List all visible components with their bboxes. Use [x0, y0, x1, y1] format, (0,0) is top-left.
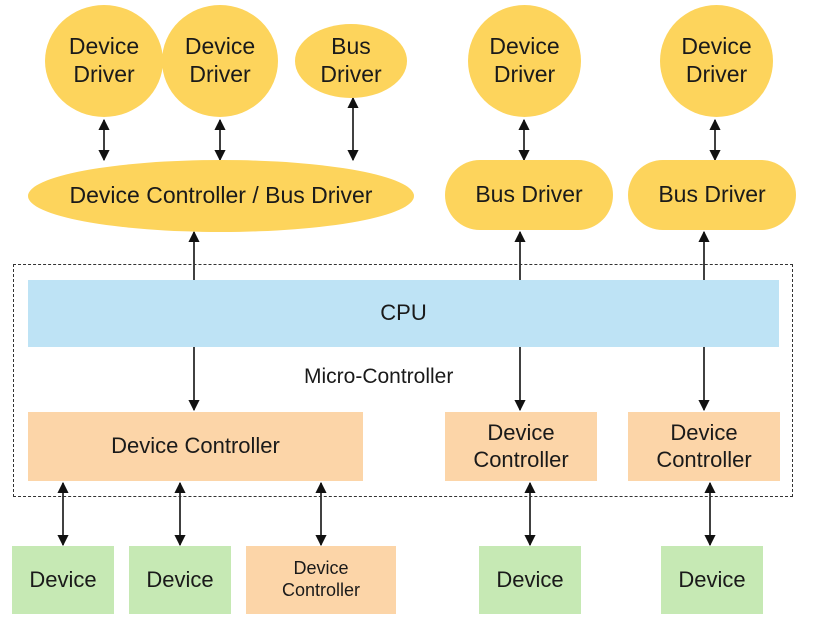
device-2: Device: [129, 546, 231, 614]
device-controller-2: Device Controller: [445, 412, 597, 481]
device-3: Device: [479, 546, 581, 614]
device-controller-bus-driver: Device Controller / Bus Driver: [28, 160, 414, 232]
micro-controller-boundary: [13, 264, 793, 497]
cpu-block: CPU: [28, 280, 779, 347]
bus-driver-2: Bus Driver: [445, 160, 613, 230]
device-driver-3: Device Driver: [468, 5, 581, 117]
micro-controller-label: Micro-Controller: [304, 365, 454, 388]
device-driver-4: Device Driver: [660, 5, 773, 117]
device-driver-1: Device Driver: [45, 5, 163, 117]
device-1: Device: [12, 546, 114, 614]
device-4: Device: [661, 546, 763, 614]
bus-driver-3: Bus Driver: [628, 160, 796, 230]
device-controller-main: Device Controller: [28, 412, 363, 481]
device-controller-3: Device Controller: [628, 412, 780, 481]
bus-driver-top: Bus Driver: [295, 24, 407, 98]
device-controller-sub: Device Controller: [246, 546, 396, 614]
device-driver-2: Device Driver: [162, 5, 278, 117]
